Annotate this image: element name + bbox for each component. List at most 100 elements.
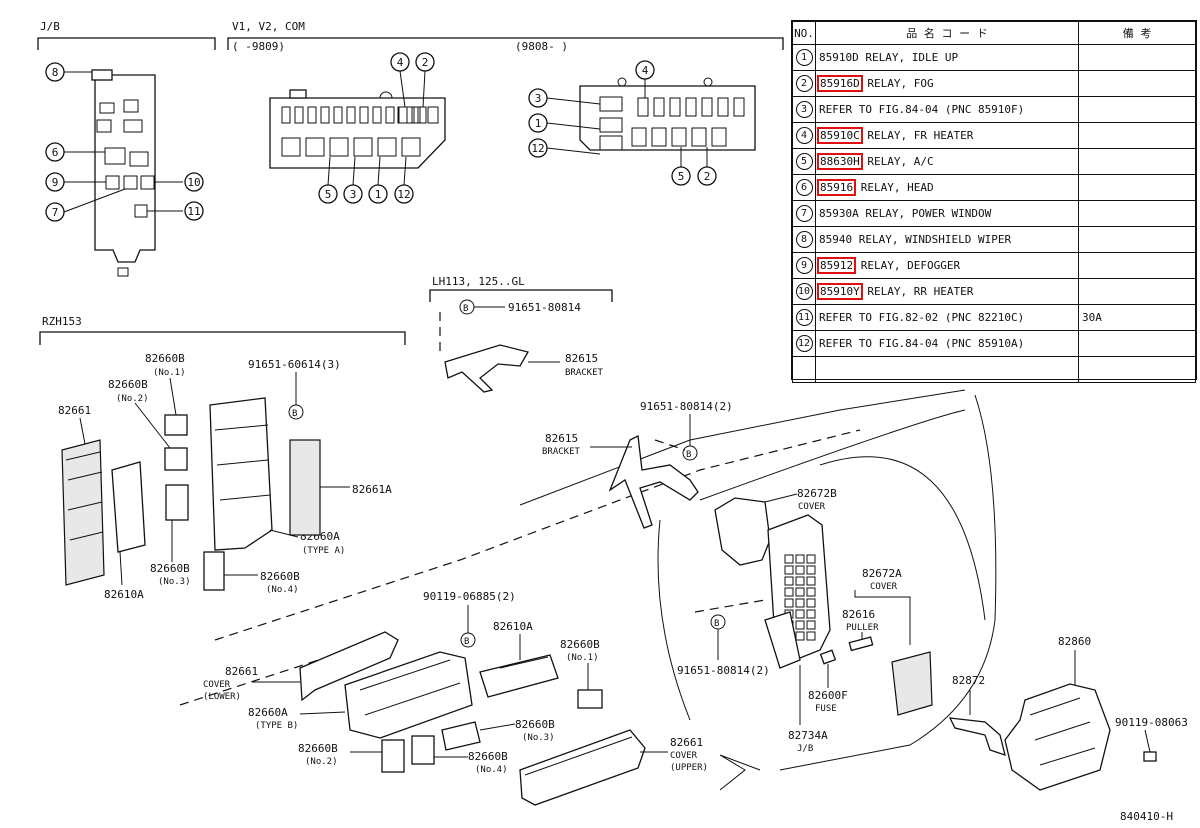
row-number: 1 [792,44,816,71]
row-remark [1078,96,1196,123]
svg-text:82660B: 82660B [150,562,190,575]
svg-text:BRACKET: BRACKET [565,368,604,378]
v-title: V1, V2, COM [232,20,305,33]
v1-callout-1: 1 [368,184,388,204]
row-description-cell: REFER TO FIG.84-04 (PNC 85910A) [815,330,1079,357]
svg-text:82661: 82661 [225,665,258,678]
svg-text:91651-60614(3): 91651-60614(3) [248,358,341,371]
part-code: 85916D [817,75,863,92]
part-code: 88630H [817,153,863,170]
row-description-cell: REFER TO FIG.82-02 (PNC 82210C) [815,304,1079,331]
svg-text:COVER: COVER [670,751,698,761]
svg-text:2: 2 [422,56,429,69]
part-code: 85940 [819,233,853,246]
svg-text:(No.4): (No.4) [266,585,299,595]
part-description: RELAY, HEAD [860,181,934,194]
svg-text:82872: 82872 [952,674,985,687]
svg-text:B: B [686,450,691,460]
v2-callout-4: 4 [635,60,655,80]
lh-title: LH113, 125..GL [432,275,525,288]
row-remark [1078,44,1196,71]
svg-text:5: 5 [325,188,332,201]
jb-callout-10: 10 [184,172,204,192]
svg-text:82672B: 82672B [797,487,837,500]
part-code: 85916 [816,179,857,196]
rzh-section: RZH153 82660B (No.1) 82660B (No.2) 91651… [39,315,406,601]
row-number-badge: 6 [795,179,813,196]
svg-text:82616: 82616 [842,608,875,621]
row-number-badge: 2 [795,75,813,92]
row-number-badge: 3 [795,101,813,118]
row-number-badge: 10 [795,283,813,300]
header-desc: 品 名 コ ー ド [815,21,1079,45]
part-description: RELAY, WINDSHIELD WIPER [858,233,1012,246]
part-code: 85930A [819,207,859,220]
svg-text:B: B [714,619,719,629]
svg-text:3: 3 [350,188,357,201]
row-number-badge: 12 [795,335,813,352]
svg-text:(TYPE B): (TYPE B) [255,721,298,731]
svg-text:BRACKET: BRACKET [542,447,581,457]
row-remark [1078,174,1196,201]
row-number: 8 [792,226,816,253]
row-number: 9 [792,252,816,279]
row-number-badge: 4 [795,127,813,144]
lh-section: LH113, 125..GL B 91651-80814 82615 BRACK… [429,275,613,393]
jb-callout-8: 8 [45,62,65,82]
v1-callout-4: 4 [390,52,410,72]
svg-text:8: 8 [52,66,59,79]
svg-text:82660B: 82660B [468,750,508,763]
v2-callout-2: 2 [697,166,717,186]
svg-text:12: 12 [531,142,544,155]
part-code: 85910C [817,127,863,144]
svg-text:82734A: 82734A [788,729,828,742]
row-description-cell: REFER TO FIG.84-04 (PNC 85910F) [815,96,1079,123]
v2-callout-5: 5 [671,166,691,186]
row-number: 3 [792,96,816,123]
svg-text:91651-80814(2): 91651-80814(2) [677,664,770,677]
row-description-cell: 85910C RELAY, FR HEATER [815,122,1079,149]
svg-text:(LOWER): (LOWER) [203,692,241,702]
row-description-cell: 85912 RELAY, DEFOGGER [815,252,1079,279]
row-remark: 30A [1078,304,1196,331]
svg-text:82660B: 82660B [145,352,185,365]
svg-text:9: 9 [52,176,59,189]
row-number: 5 [792,148,816,175]
row-number-badge: 9 [795,257,813,274]
svg-text:7: 7 [52,206,59,219]
svg-text:82661: 82661 [58,404,91,417]
row-number-badge: 11 [795,309,813,326]
header-no: NO. [792,21,816,45]
jb-callout-7: 7 [45,202,65,222]
row-description-cell: 88630H RELAY, A/C [815,148,1079,175]
row-remark [1078,122,1196,149]
part-code: 85910Y [817,283,863,300]
svg-text:82661A: 82661A [352,483,392,496]
part-description: REFER TO FIG.82-02 (PNC 82210C) [819,311,1025,324]
svg-text:4: 4 [642,64,649,77]
part-description: RELAY, DEFOGGER [860,259,961,272]
svg-text:4: 4 [397,56,404,69]
part-description: REFER TO FIG.84-04 (PNC 85910A) [819,337,1025,350]
figure-code: 840410-H [1120,810,1173,823]
jb-callout-11: 11 [184,201,204,221]
row-number-badge: 7 [795,205,813,222]
svg-text:COVER: COVER [798,502,826,512]
svg-text:82660B: 82660B [515,718,555,731]
svg-text:90119-08063: 90119-08063 [1115,716,1188,729]
svg-text:(No.4): (No.4) [475,765,508,775]
svg-text:82600F: 82600F [808,689,848,702]
main-assembly: 91651-80814(2) B 82615 BRACKET 82672B CO… [179,389,1188,806]
svg-text:(UPPER): (UPPER) [670,763,708,773]
svg-text:82615: 82615 [545,432,578,445]
row-number: 6 [792,174,816,201]
